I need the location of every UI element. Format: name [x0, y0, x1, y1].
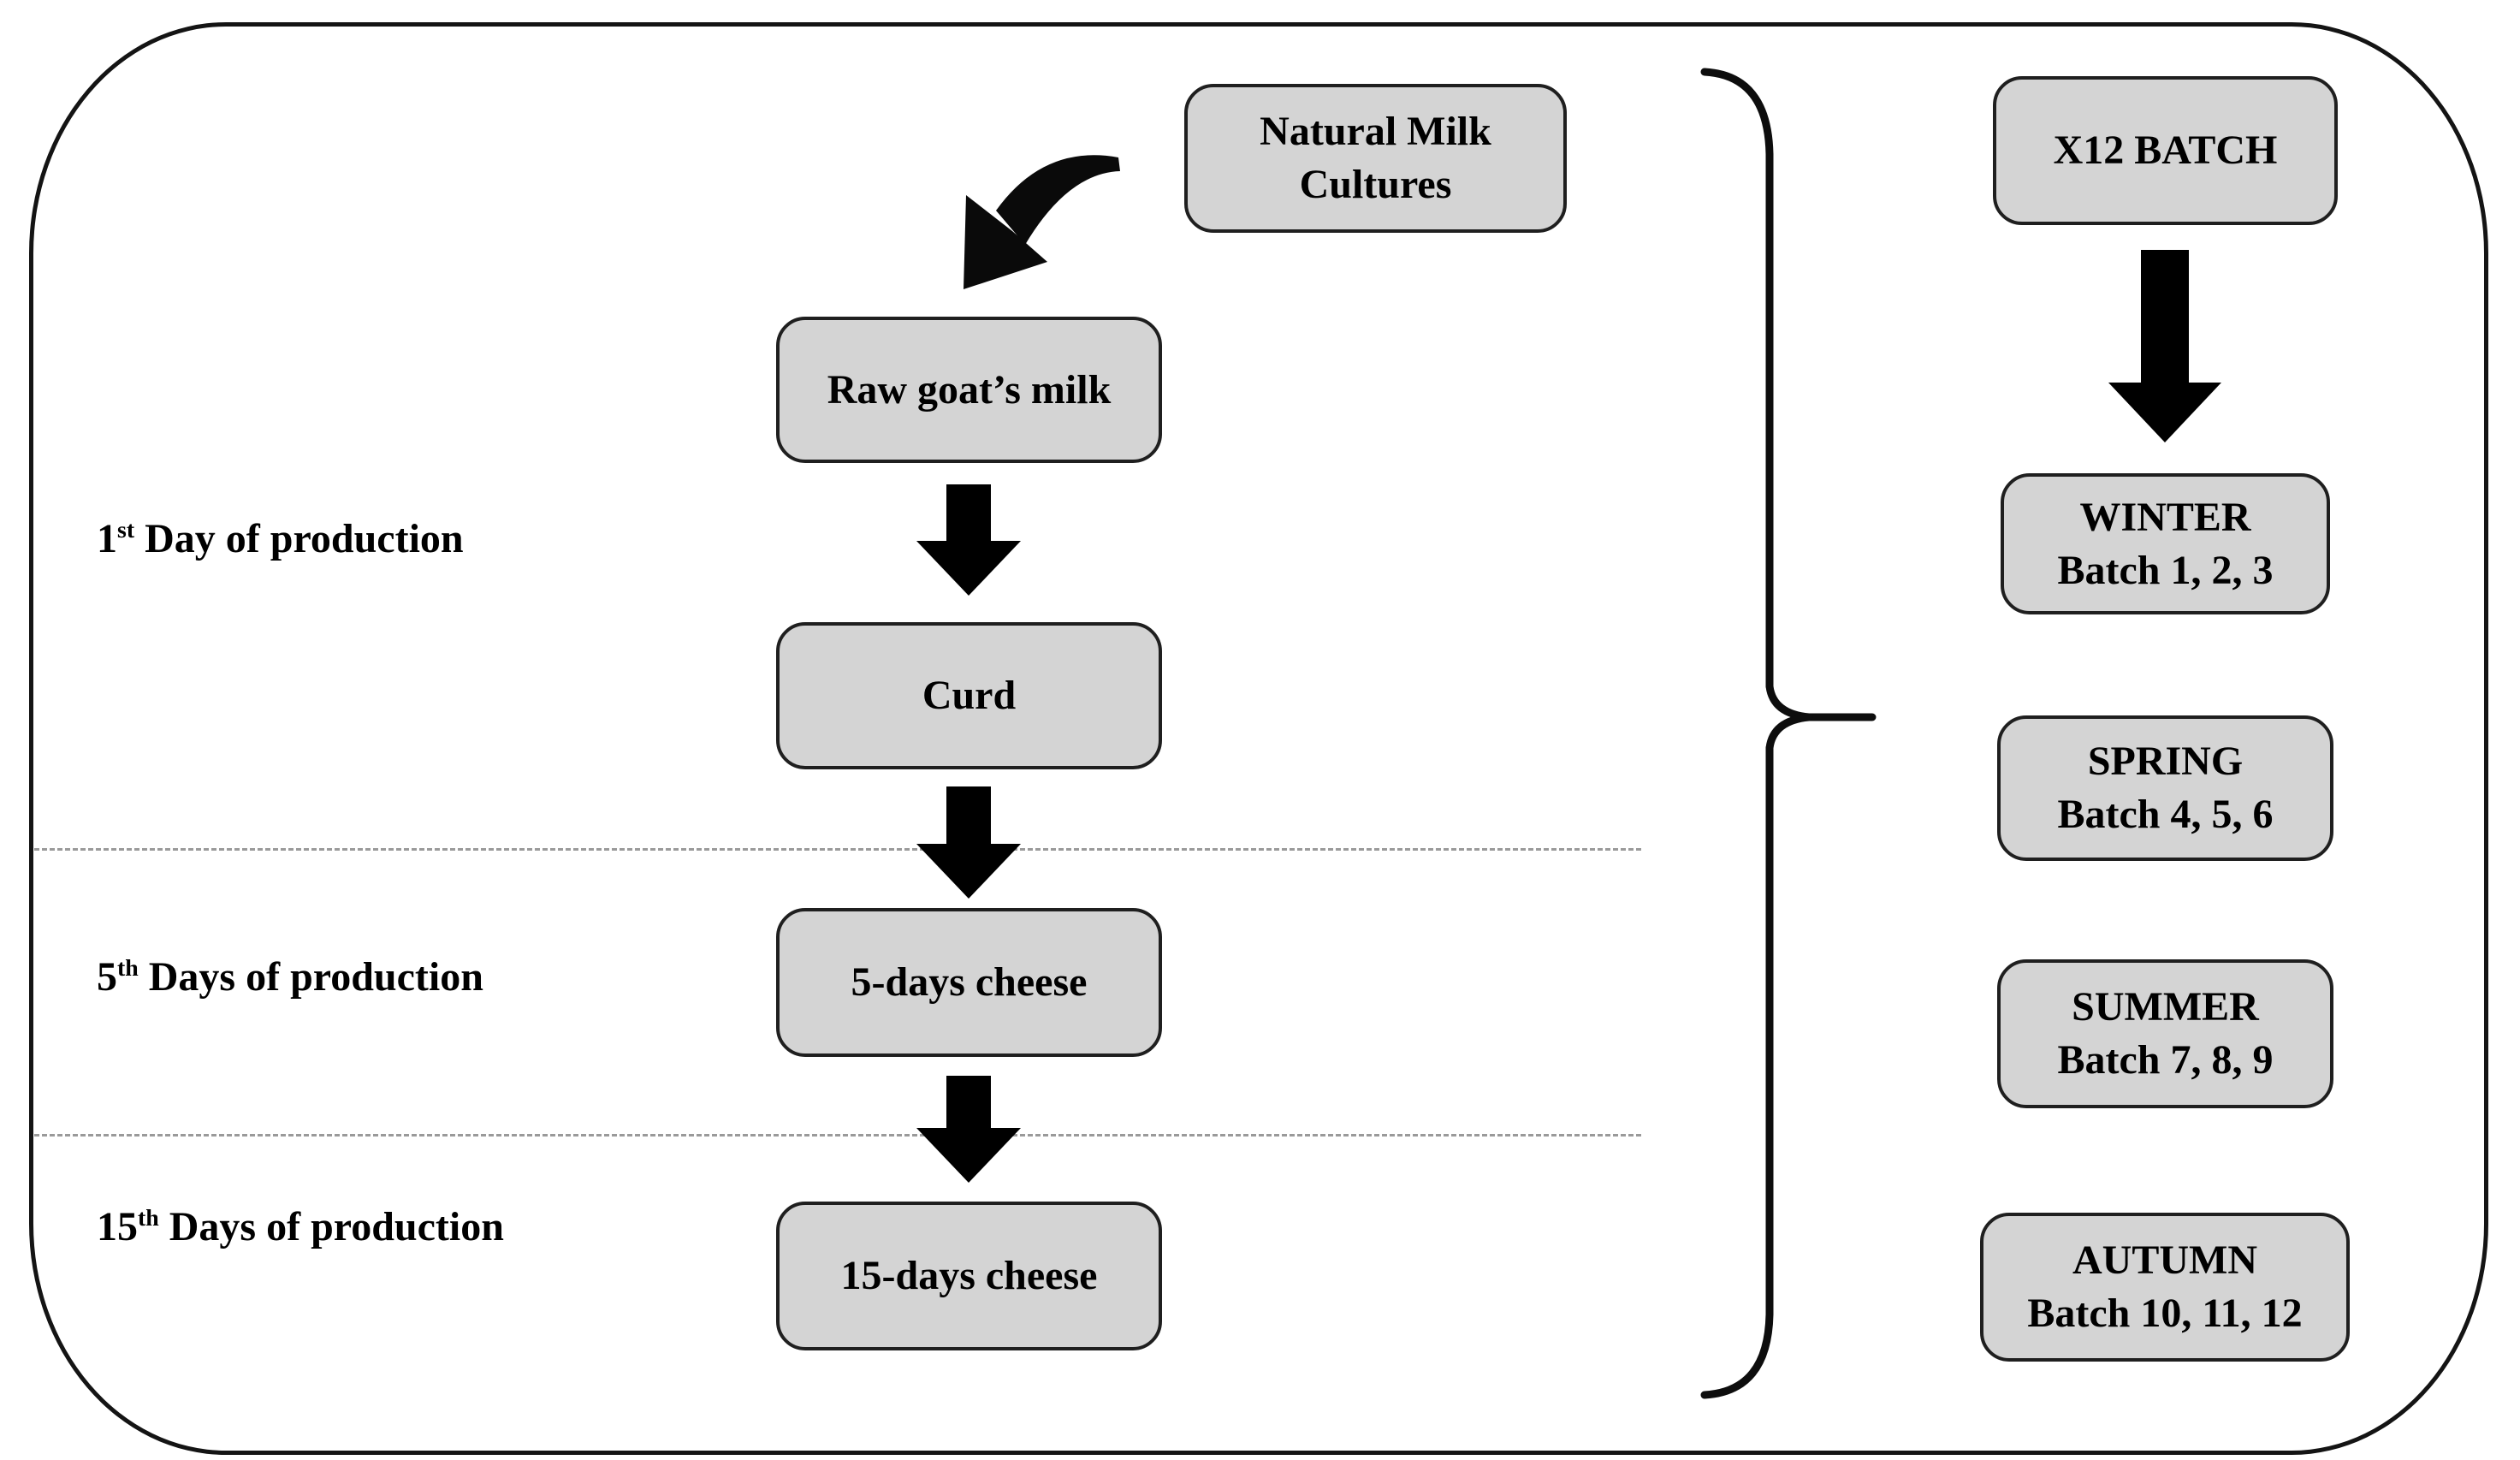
- box-autumn-season: AUTUMN: [2072, 1237, 2257, 1283]
- box-spring-batches: Batch 4, 5, 6: [2057, 792, 2274, 837]
- down-arrow-head: [916, 1128, 1021, 1183]
- box-natural-milk-cultures-line1: Natural Milk: [1260, 109, 1491, 154]
- box-autumn: AUTUMN Batch 10, 11, 12: [1980, 1213, 2350, 1362]
- box-winter-batches: Batch 1, 2, 3: [2057, 547, 2274, 593]
- label-day-15: 15th Days of production: [97, 1204, 504, 1250]
- down-arrow-head: [2108, 383, 2221, 442]
- dashed-divider-day5: [34, 848, 1641, 851]
- label-day-1-ordinal: st: [117, 517, 135, 543]
- label-day-5-number: 5: [97, 954, 117, 1000]
- box-summer-batches: Batch 7, 8, 9: [2057, 1037, 2274, 1083]
- box-5-days-cheese: 5-days cheese: [776, 908, 1162, 1057]
- down-arrow-shaft: [946, 786, 991, 844]
- box-spring: SPRING Batch 4, 5, 6: [1997, 715, 2333, 861]
- box-summer-season: SUMMER: [2072, 984, 2259, 1030]
- down-arrow-icon: [916, 1076, 1021, 1183]
- dashed-divider-day15: [34, 1134, 1641, 1137]
- box-x12-batch-label: X12 BATCH: [2053, 128, 2278, 173]
- box-15-days-cheese: 15-days cheese: [776, 1202, 1162, 1350]
- box-15-days-cheese-label: 15-days cheese: [840, 1253, 1098, 1298]
- box-autumn-batches: Batch 10, 11, 12: [2027, 1291, 2303, 1336]
- down-arrow-icon: [916, 484, 1021, 596]
- box-winter-season: WINTER: [2079, 494, 2251, 540]
- label-day-5-text: Days of production: [138, 954, 483, 1000]
- box-raw-goats-milk: Raw goat’s milk: [776, 317, 1162, 463]
- label-day-1-text: Day of production: [134, 516, 464, 561]
- box-x12-batch: X12 BATCH: [1993, 76, 2338, 225]
- label-day-15-ordinal: th: [138, 1205, 159, 1232]
- box-winter: WINTER Batch 1, 2, 3: [2001, 473, 2330, 614]
- label-day-1: 1st Day of production: [97, 516, 464, 562]
- down-arrow-shaft: [946, 484, 991, 541]
- box-5-days-cheese-label: 5-days cheese: [851, 959, 1088, 1005]
- down-arrow-icon: [916, 786, 1021, 899]
- box-curd-label: Curd: [922, 673, 1017, 718]
- box-curd: Curd: [776, 622, 1162, 769]
- down-arrow-icon: [2108, 250, 2221, 442]
- label-day-5-ordinal: th: [117, 955, 139, 982]
- box-raw-goats-milk-label: Raw goat’s milk: [827, 366, 1112, 412]
- label-day-1-number: 1: [97, 516, 117, 561]
- box-summer: SUMMER Batch 7, 8, 9: [1997, 959, 2333, 1108]
- down-arrow-head: [916, 541, 1021, 596]
- label-day-15-text: Days of production: [158, 1204, 504, 1249]
- box-natural-milk-cultures-line2: Cultures: [1299, 162, 1452, 207]
- down-arrow-shaft: [946, 1076, 991, 1128]
- outer-border: [29, 22, 2488, 1455]
- label-day-15-number: 15: [97, 1204, 138, 1249]
- down-arrow-head: [916, 844, 1021, 899]
- label-day-5: 5th Days of production: [97, 954, 483, 1000]
- box-natural-milk-cultures: Natural Milk Cultures: [1184, 84, 1567, 233]
- down-arrow-shaft: [2141, 250, 2189, 383]
- box-spring-season: SPRING: [2087, 739, 2244, 784]
